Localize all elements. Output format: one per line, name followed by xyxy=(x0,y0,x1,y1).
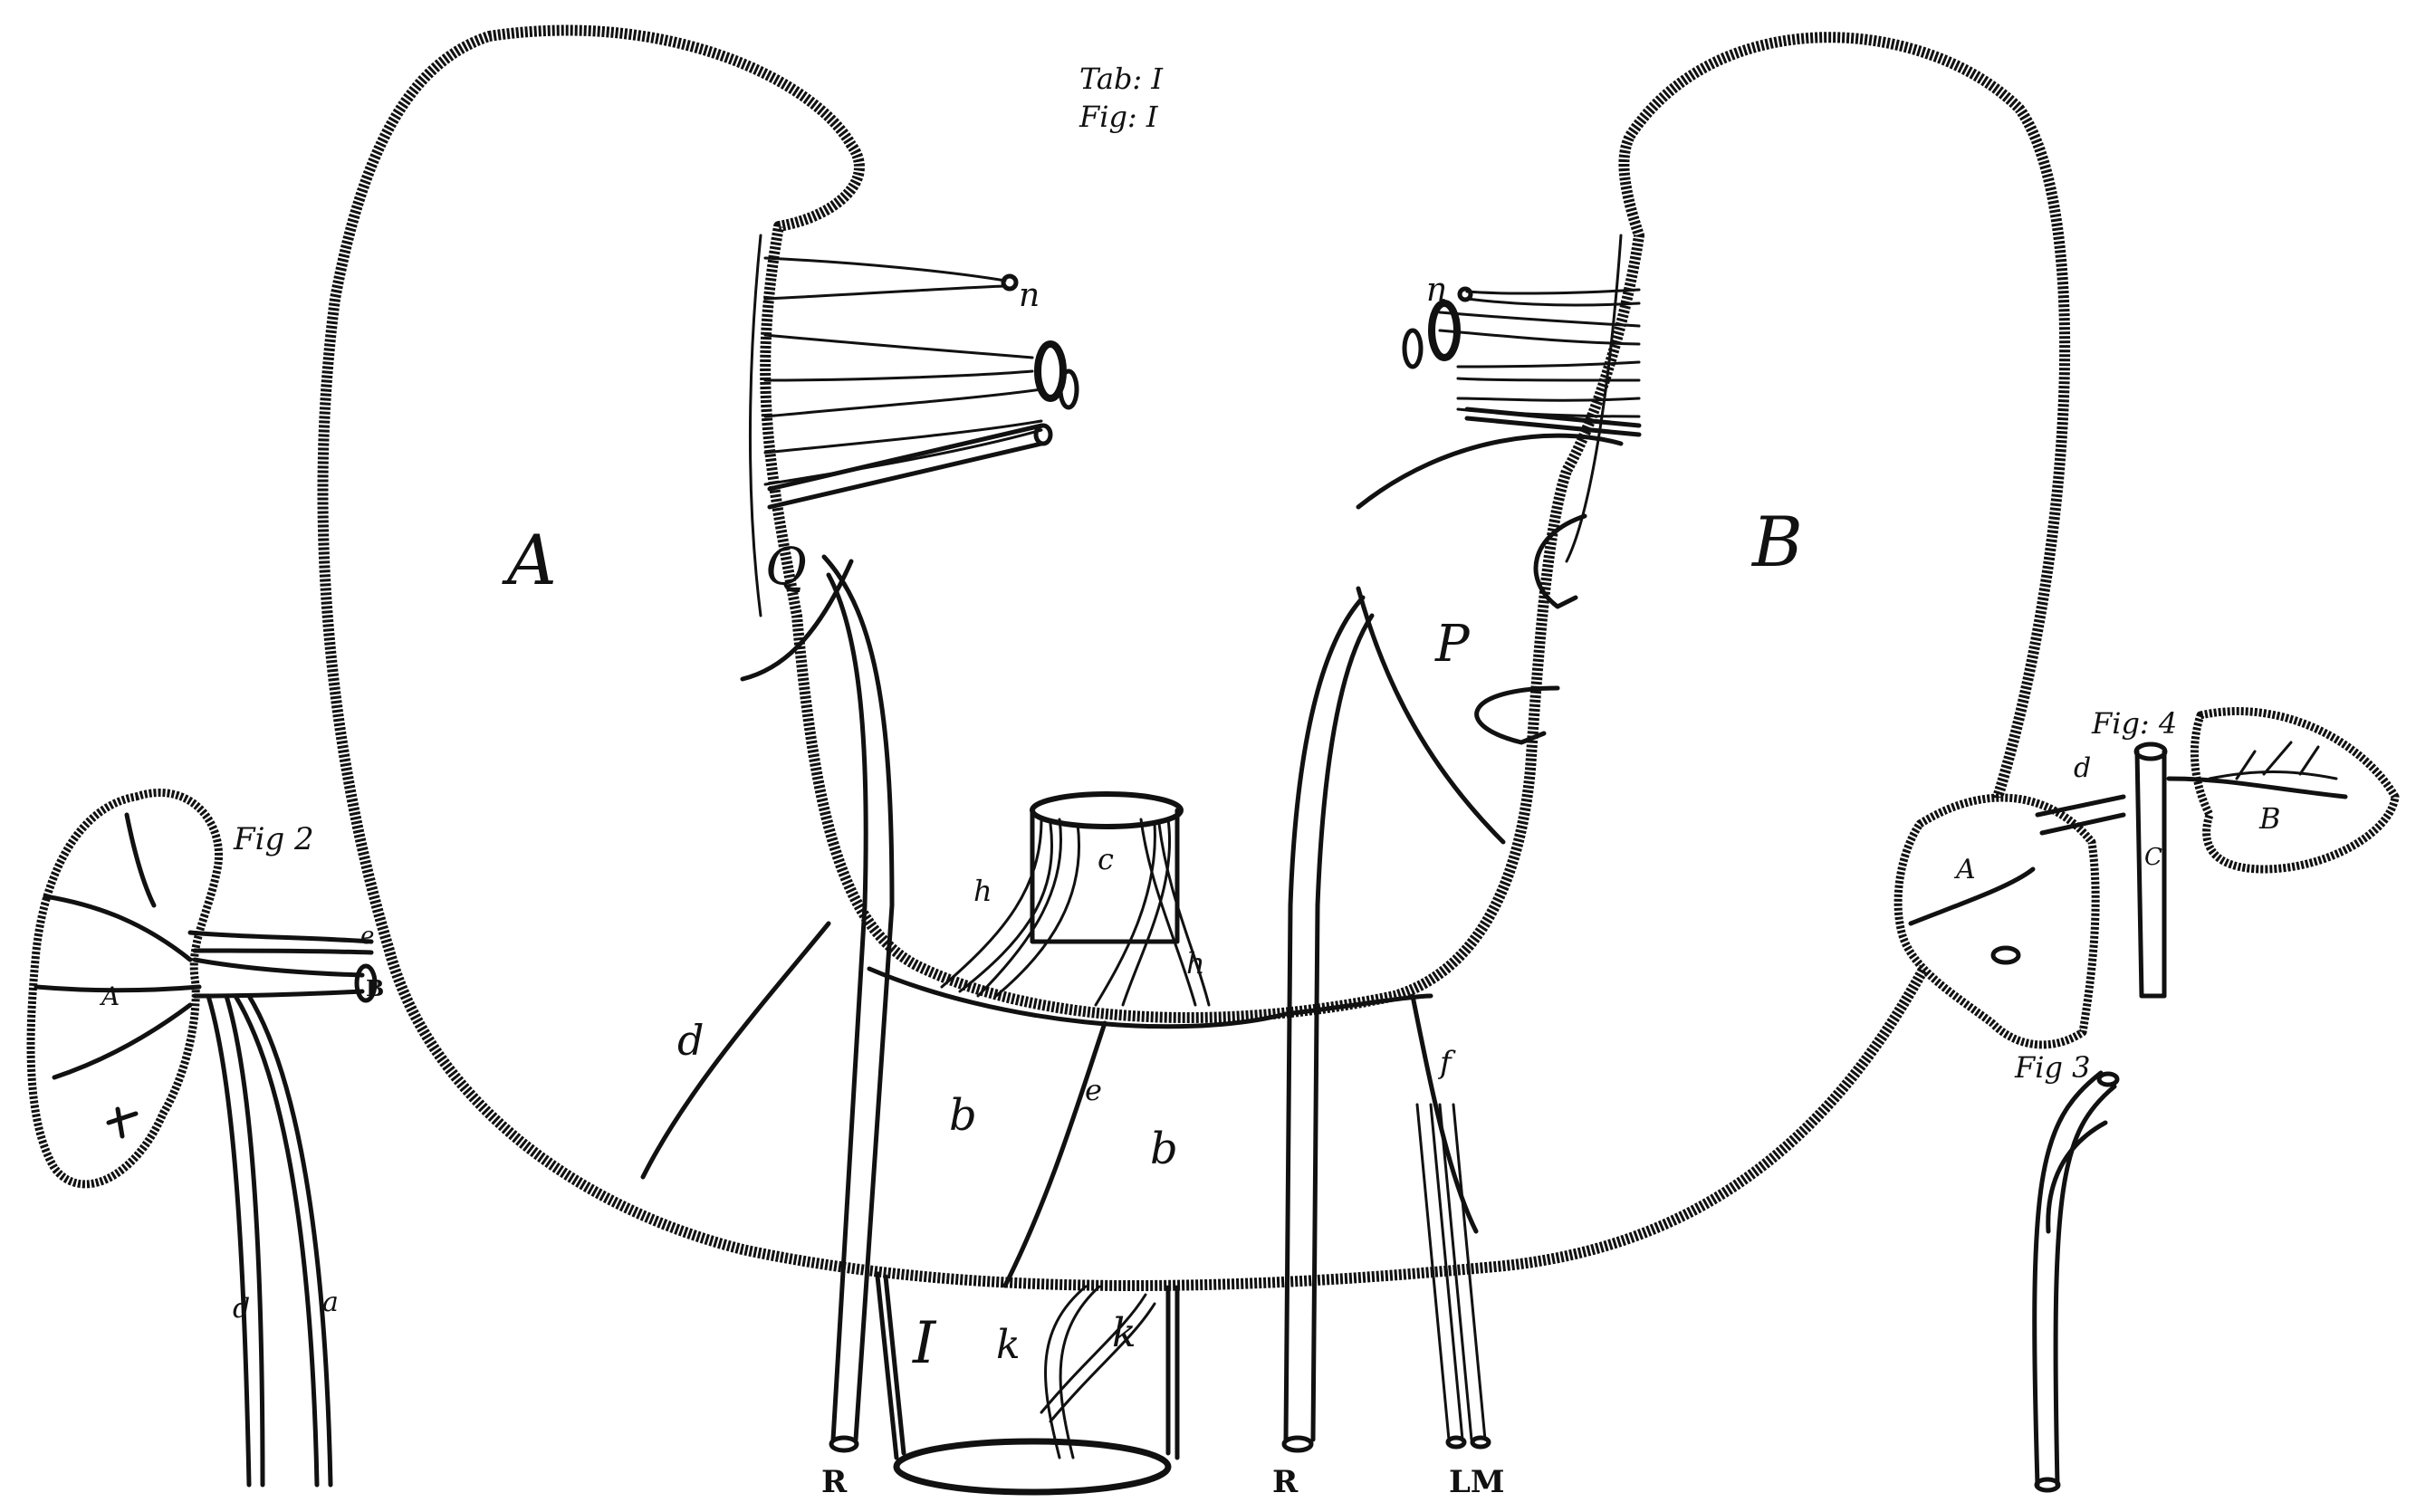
label-vessel-right: n xyxy=(1426,272,1447,309)
label-band-mid: c xyxy=(1098,842,1114,876)
label-band-left: b xyxy=(949,1090,977,1141)
fig4-label-stem: C xyxy=(2144,844,2162,871)
fig4-label-right: B xyxy=(2258,801,2281,836)
label-branch-left: k xyxy=(996,1322,1021,1368)
label-lobe-left: A xyxy=(502,520,557,600)
fig2-label-vessel-b: B xyxy=(366,975,384,1001)
fig2-label-body: A xyxy=(99,981,120,1011)
fig3-title: Fig 3 xyxy=(2014,1050,2090,1085)
label-box: I xyxy=(912,1310,937,1377)
figure-2: Fig 2 A B e d a xyxy=(31,792,384,1485)
label-fibres-right: h xyxy=(1186,946,1205,981)
fig2-label-stem-d: d xyxy=(233,1293,250,1325)
lower-box xyxy=(877,1268,1177,1492)
label-cut-left: d xyxy=(677,1016,704,1065)
label-tube-left: R xyxy=(821,1464,848,1500)
plate-fig: Fig: I xyxy=(1079,100,1159,134)
fig4-label-pin: d xyxy=(2074,752,2091,784)
label-tube-pair: LM xyxy=(1449,1464,1505,1500)
figure-3: Fig 3 xyxy=(2014,1050,2117,1490)
fig4-title: Fig: 4 xyxy=(2091,706,2177,741)
label-tube-right: R xyxy=(1272,1464,1299,1500)
fig2-label-stem-a: a xyxy=(322,1287,339,1318)
label-hilum-left: Q xyxy=(765,538,807,597)
label-band-right: b xyxy=(1150,1124,1178,1174)
label-fibres-left: h xyxy=(973,874,992,908)
label-lobe-right: B xyxy=(1750,502,1803,582)
organ-outline xyxy=(323,31,2066,1286)
figure-1: A B Q P n n c b b e d f h h I k k R R LM xyxy=(323,31,2066,1500)
label-branch-right: k xyxy=(1112,1310,1136,1356)
label-vessel-left: n xyxy=(1019,277,1040,314)
label-hilum-right: P xyxy=(1434,615,1471,674)
hilum-right-curve xyxy=(1358,589,1503,842)
fig4-left-piece xyxy=(1898,798,2095,1045)
fig2-label-vessel-e: e xyxy=(360,923,374,950)
fig4-label-left: A xyxy=(1953,854,1976,885)
fig2-title: Fig 2 xyxy=(233,821,314,857)
plate-tab: Tab: I xyxy=(1079,62,1164,96)
label-seam: e xyxy=(1085,1073,1102,1107)
